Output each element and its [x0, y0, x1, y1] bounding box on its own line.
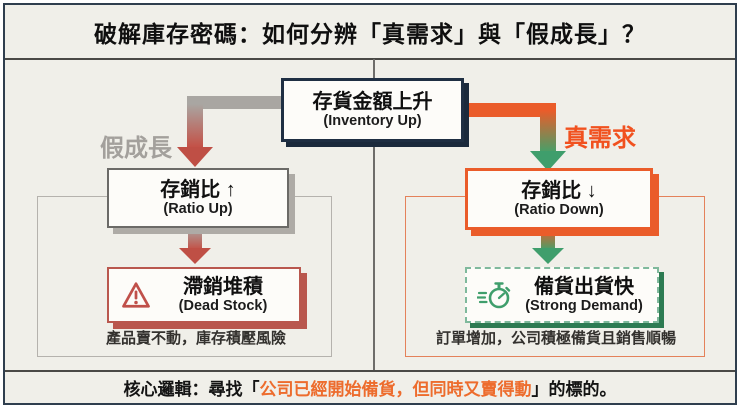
left-branch-arrow-horizontal [187, 96, 281, 109]
right-branch-arrowhead [530, 151, 566, 171]
right-branch-caption: 訂單增加，公司積極備貨且銷售順暢 [435, 330, 676, 347]
right-branch-arrow-horizontal [461, 103, 556, 117]
node-ratio-down-en: (Ratio Down) [514, 202, 604, 219]
node-dead-stock-text: 滯銷堆積 (Dead Stock) [153, 276, 293, 315]
node-dead-stock-en: (Dead Stock) [178, 298, 268, 315]
right-mid-arrow [541, 228, 555, 249]
node-inventory-up-en: (Inventory Up) [323, 113, 422, 130]
node-ratio-down-zh: 存銷比 ↓ [521, 179, 597, 202]
node-inventory-up-zh: 存貨金額上升 [312, 90, 433, 113]
left-mid-arrow [188, 228, 202, 249]
node-dead-stock-zh: 滯銷堆積 [183, 275, 263, 298]
footer-suffix: 」的標的。 [531, 380, 617, 399]
left-mid-arrowhead [179, 248, 211, 264]
center-divider [373, 59, 375, 371]
title-bar: 破解庫存密碼：如何分辨「真需求」與「假成長」？ [5, 5, 735, 60]
node-strong-demand-zh: 備貨出貨快 [534, 275, 634, 298]
stopwatch-icon [477, 280, 513, 310]
left-branch-arrow-vertical [187, 96, 203, 149]
warning-triangle-icon [121, 281, 151, 309]
node-ratio-up-en: (Ratio Up) [163, 201, 233, 218]
footer-highlight: 公司已經開始備貨，但同時又賣得動 [259, 380, 532, 399]
node-inventory-up-text: 存貨金額上升 (Inventory Up) [313, 91, 433, 130]
right-branch-arrow-vertical [540, 103, 556, 153]
footer-prefix: 核心邏輯：尋找「 [123, 380, 260, 399]
node-strong-demand-text: 備貨出貨快 (Strong Demand) [515, 276, 653, 315]
node-dead-stock: 滯銷堆積 (Dead Stock) [107, 267, 301, 323]
node-ratio-up-text: 存銷比 ↑ (Ratio Up) [160, 179, 236, 218]
node-ratio-down: 存銷比 ↓ (Ratio Down) [465, 168, 653, 230]
left-branch-caption: 產品賣不動，庫存積壓風險 [105, 330, 286, 347]
node-strong-demand: 備貨出貨快 (Strong Demand) [465, 267, 659, 323]
node-ratio-down-text: 存銷比 ↓ (Ratio Down) [514, 180, 603, 219]
footer-bar: 核心邏輯：尋找「公司已經開始備貨，但同時又賣得動」的標的。 [5, 370, 735, 403]
right-mid-arrowhead [532, 248, 564, 264]
left-branch-arrowhead [177, 147, 213, 167]
node-ratio-up-zh: 存銷比 ↑ [160, 178, 236, 201]
real-demand-label: 真需求 [564, 125, 636, 152]
node-strong-demand-en: (Strong Demand) [525, 298, 643, 315]
fake-growth-label: 假成長 [100, 135, 172, 162]
page-title: 破解庫存密碼：如何分辨「真需求」與「假成長」？ [94, 20, 646, 47]
node-inventory-up: 存貨金額上升 (Inventory Up) [281, 78, 464, 142]
node-ratio-up: 存銷比 ↑ (Ratio Up) [107, 168, 289, 228]
